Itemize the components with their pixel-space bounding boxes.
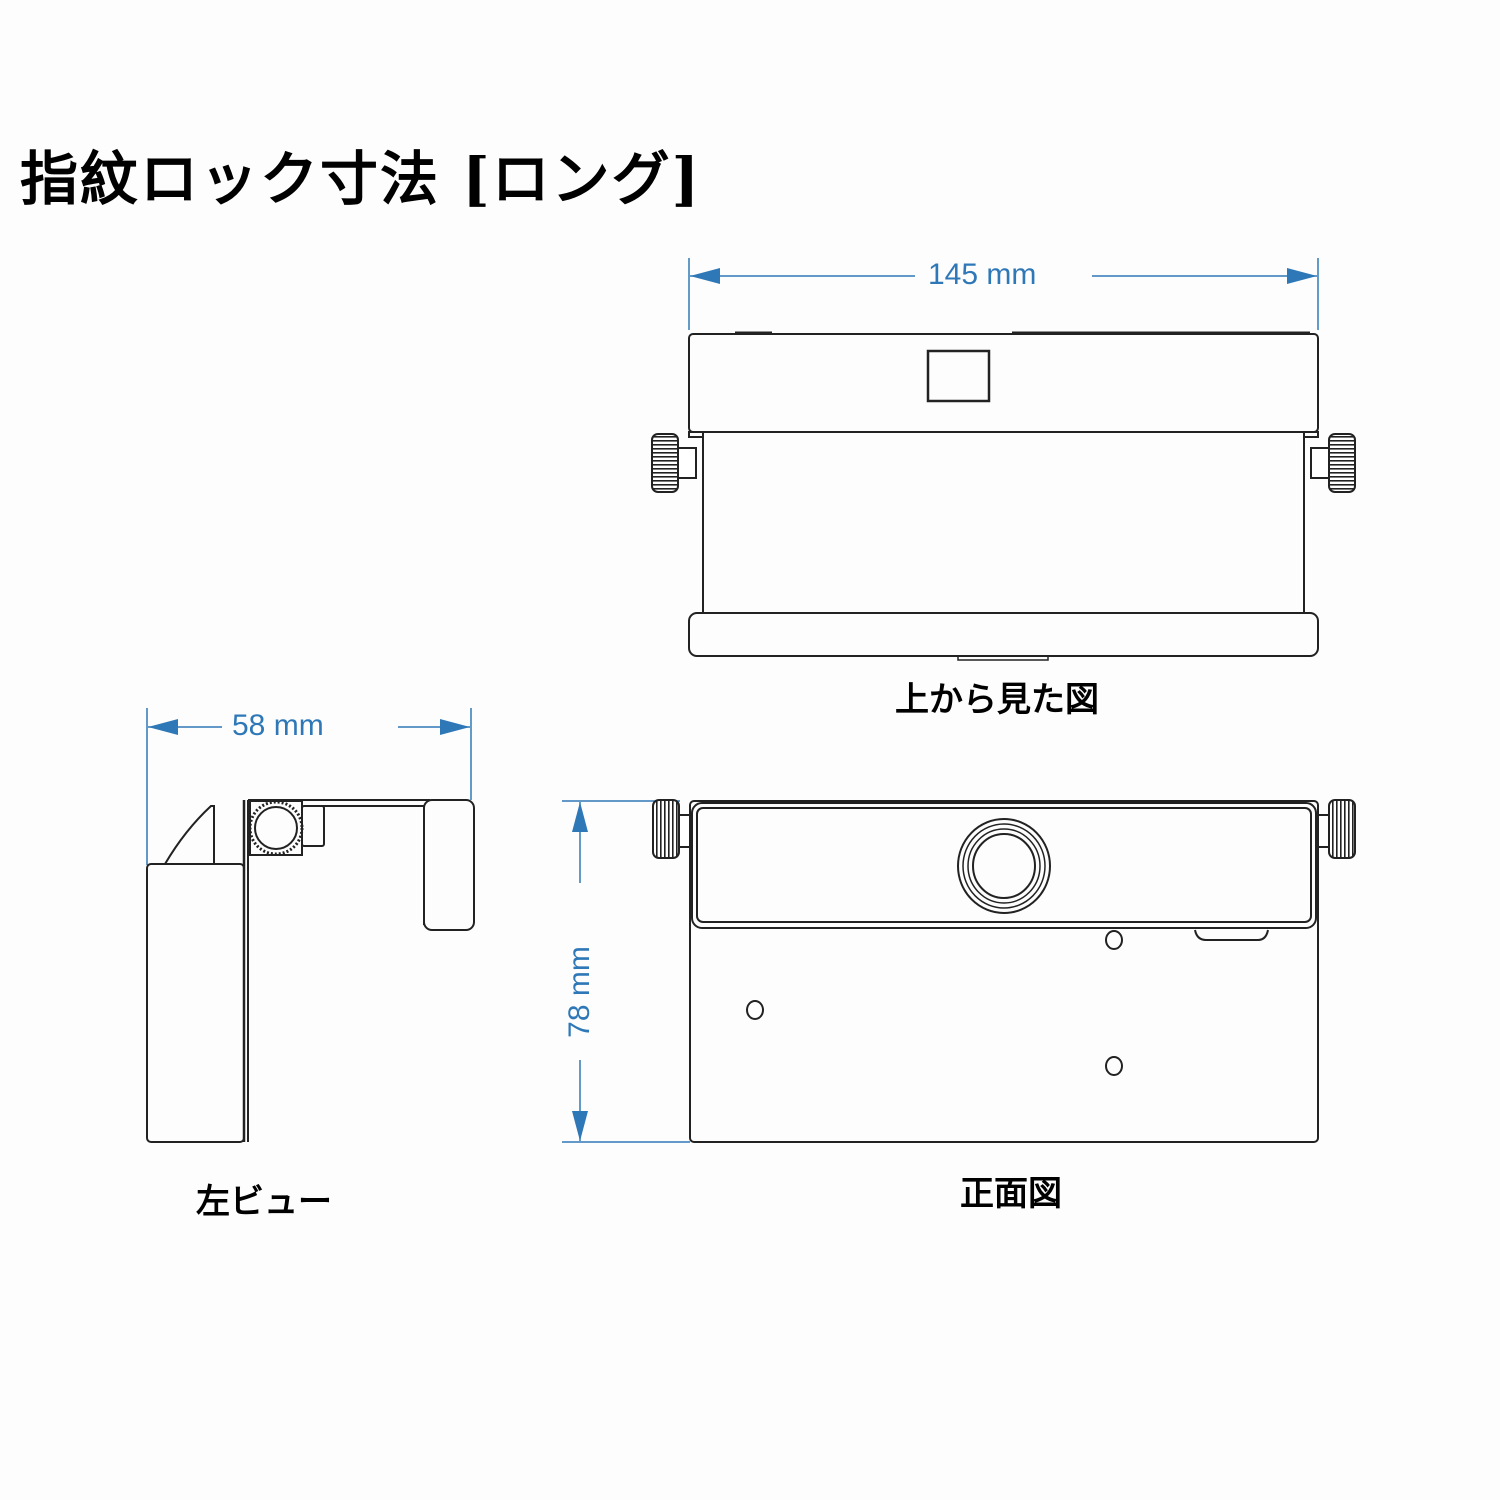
- knob-front-right-icon: [1317, 799, 1356, 859]
- front-view: [562, 799, 1356, 1143]
- caption-front-view: 正面図: [960, 1174, 1062, 1214]
- dimension-label-depth: 58 mm: [232, 709, 324, 742]
- caption-top-view: 上から見た図: [895, 680, 1099, 720]
- knob-side-icon: [248, 800, 304, 856]
- top-view: [651, 258, 1356, 661]
- caption-left-view: 左ビュー: [196, 1182, 332, 1222]
- dimension-label-width: 145 mm: [928, 258, 1037, 291]
- dimension-145: [688, 258, 1319, 330]
- left-view: [146, 708, 475, 1143]
- knob-front-left-icon: [652, 799, 691, 859]
- dimension-label-height: 78 mm: [563, 946, 596, 1038]
- page-title: 指紋ロック寸法 [ロング]: [20, 145, 702, 213]
- knob-left-icon: [651, 433, 697, 493]
- dimension-58: [146, 708, 472, 865]
- knob-right-icon: [1310, 433, 1356, 493]
